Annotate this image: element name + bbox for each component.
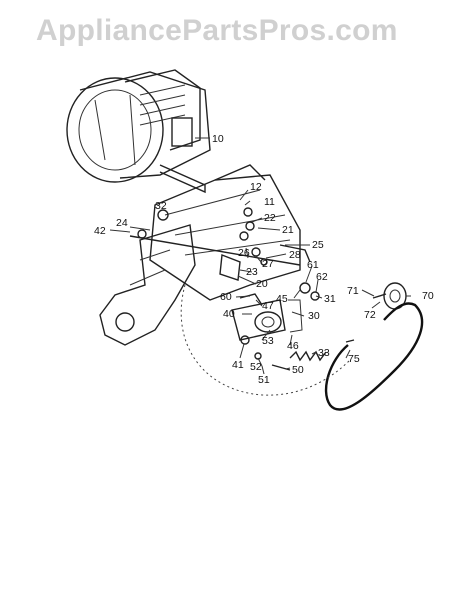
drive-belt	[324, 302, 424, 411]
callout-53: 53	[262, 335, 274, 347]
callout-25: 25	[312, 239, 324, 251]
callout-47: 47	[262, 300, 274, 312]
callout-10: 10	[212, 133, 224, 145]
callout-71: 71	[347, 285, 359, 297]
callout-50: 50	[292, 364, 304, 376]
bolt-50	[271, 364, 291, 371]
callout-28: 28	[289, 249, 301, 261]
callout-24: 24	[116, 217, 128, 229]
callout-40: 40	[223, 308, 235, 320]
callout-22: 22	[264, 212, 276, 224]
washer-42	[137, 229, 147, 239]
callout-75: 75	[348, 353, 360, 365]
spring-33	[289, 350, 327, 362]
callout-27: 27	[262, 258, 274, 270]
callout-12: 12	[250, 181, 262, 193]
callout-11: 11	[264, 196, 275, 208]
drive-shaft	[129, 235, 301, 266]
callout-26: 26	[238, 247, 250, 259]
callout-62: 62	[316, 271, 328, 283]
callout-30: 30	[308, 310, 320, 322]
callout-23: 23	[246, 266, 258, 278]
leader-lines	[109, 137, 411, 375]
callout-20: 20	[256, 278, 268, 290]
hardware-parts	[219, 207, 320, 341]
callout-labels: 10 12 11 32 22 24 21 42 25 26 27 28 23 6…	[94, 133, 434, 386]
callout-32: 32	[155, 200, 167, 212]
callout-52: 52	[250, 361, 262, 373]
callout-31: 31	[324, 293, 336, 305]
callout-60: 60	[220, 291, 232, 303]
callout-61: 61	[307, 259, 319, 271]
callout-46: 46	[287, 340, 299, 352]
callout-21: 21	[282, 224, 294, 236]
callout-70: 70	[422, 290, 434, 302]
nut-32	[157, 209, 169, 221]
callout-51: 51	[258, 374, 270, 386]
watermark-logo: AppliancePartsPros.com	[36, 14, 398, 47]
engine-assembly	[66, 69, 211, 194]
frame-bracket	[149, 164, 301, 301]
callout-72: 72	[364, 309, 376, 321]
belt-tick	[345, 339, 355, 343]
callout-42: 42	[94, 225, 106, 237]
callout-33: 33	[318, 347, 330, 359]
callout-45: 45	[276, 293, 288, 305]
tiller-arm	[99, 224, 196, 346]
callout-41: 41	[232, 359, 244, 371]
